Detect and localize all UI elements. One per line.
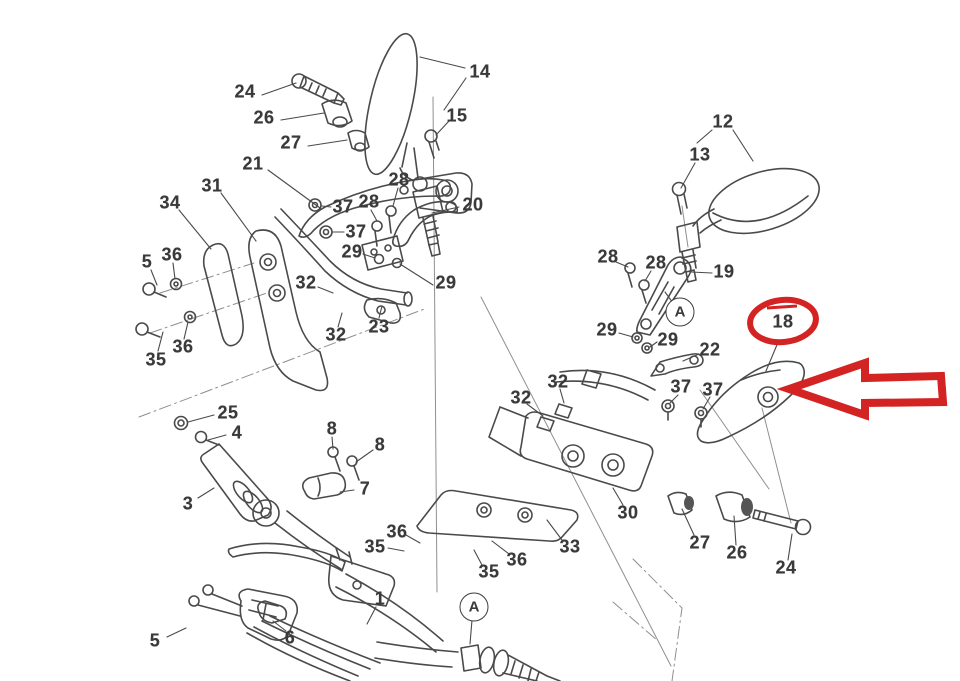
- part-label-22: 22: [699, 339, 721, 360]
- part-label-32: 32: [295, 272, 317, 293]
- part-label-29: 29: [596, 319, 618, 340]
- part-label-27: 27: [280, 132, 302, 153]
- part-label-27: 27: [689, 532, 711, 553]
- bolt-13: [671, 181, 688, 215]
- part-label-37: 37: [345, 221, 367, 242]
- highlight-arrow: [776, 357, 948, 421]
- part-label-13: 13: [689, 144, 711, 165]
- part-label-36: 36: [386, 521, 408, 542]
- highlight-tick: [766, 304, 798, 310]
- part-label-37: 37: [670, 376, 692, 397]
- part-label-24: 24: [775, 557, 797, 578]
- part-label-28: 28: [388, 169, 410, 190]
- bolt-24-right: [752, 509, 812, 536]
- highlight-circle: [747, 296, 819, 346]
- bracket-22: [650, 353, 704, 377]
- part-label-15: 15: [446, 105, 468, 126]
- steering-stem: [374, 641, 561, 681]
- part-label-20: 20: [462, 194, 484, 215]
- screws-35-36-left: [135, 277, 197, 338]
- switch-housing-5: [188, 584, 381, 681]
- part-label-31: 31: [201, 175, 223, 196]
- bushing-26-left: [321, 99, 353, 128]
- guard-18: [696, 360, 806, 444]
- part-label-5: 5: [141, 251, 153, 272]
- part-label-37: 37: [332, 196, 354, 217]
- part-label-36: 36: [172, 336, 194, 357]
- axis-lines: [432, 96, 792, 667]
- part-label-29: 29: [657, 329, 679, 350]
- part-label-26: 26: [253, 107, 275, 128]
- part-label-7: 7: [359, 478, 371, 499]
- throttle-tube-3: [200, 443, 351, 570]
- part-label-6: 6: [284, 627, 296, 648]
- part-label-36: 36: [506, 549, 528, 570]
- handlebar-right-end: [555, 369, 656, 401]
- red-highlight: [747, 296, 948, 421]
- washers-29-center: [373, 253, 403, 269]
- part-label-23: 23: [368, 316, 390, 337]
- bolt-24-left: [291, 73, 345, 106]
- part-label-30: 30: [617, 502, 639, 523]
- part-label-24: 24: [234, 81, 256, 102]
- bushing-26-right: [715, 491, 753, 523]
- clips-32-right: [536, 403, 573, 432]
- part-label-8: 8: [326, 418, 338, 439]
- brake-lever-assembly: [227, 542, 444, 653]
- part-label-28: 28: [597, 246, 619, 267]
- part-label-3: 3: [182, 493, 194, 514]
- part-label-36: 36: [161, 244, 183, 265]
- part-label-32: 32: [547, 371, 569, 392]
- plate-30: [488, 406, 654, 492]
- part-label-33: 33: [559, 536, 581, 557]
- clamp-23: [363, 297, 402, 324]
- part-label-5: 5: [149, 630, 161, 651]
- part-label-35: 35: [478, 561, 500, 582]
- clamp-6: [257, 600, 288, 624]
- part-label-26: 26: [726, 542, 748, 563]
- view-marker-a-right: A: [665, 297, 695, 327]
- bolts-28-center: [371, 205, 397, 247]
- part-label-25: 25: [217, 402, 239, 423]
- part-label-4: 4: [231, 422, 243, 443]
- part-label-34: 34: [159, 192, 181, 213]
- bracket-20: [392, 200, 459, 248]
- part-label-37: 37: [702, 379, 724, 400]
- part-label-32: 32: [325, 324, 347, 345]
- part-label-12: 12: [712, 111, 734, 132]
- bracket-19: [636, 256, 692, 336]
- mirror-right: [676, 167, 820, 283]
- nuts-37-center: [308, 198, 333, 239]
- part-label-28: 28: [645, 252, 667, 273]
- lever-clamp: [361, 235, 404, 271]
- clamp-7: [301, 472, 347, 500]
- bolt-4: [194, 430, 220, 446]
- part-label-21: 21: [242, 153, 264, 174]
- guard-34: [202, 242, 244, 347]
- screws-8: [327, 446, 360, 481]
- part-label-35: 35: [145, 349, 167, 370]
- part-label-29: 29: [341, 241, 363, 262]
- washers-29-right: [631, 332, 653, 354]
- part-label-35: 35: [364, 536, 386, 557]
- guard-31: [248, 229, 329, 392]
- panel-33: [416, 489, 579, 542]
- view-marker-a-bottom: A: [459, 592, 489, 622]
- part-label-14: 14: [469, 61, 491, 82]
- part-label-19: 19: [713, 261, 735, 282]
- collar-27-right: [667, 491, 694, 516]
- part-label-1: 1: [374, 588, 386, 609]
- part-label-32: 32: [510, 387, 532, 408]
- handlebar-upper: [274, 208, 413, 307]
- part-label-18-highlighted: 18: [772, 311, 794, 332]
- collar-27-left: [347, 129, 370, 152]
- part-label-8: 8: [374, 434, 386, 455]
- part-label-28: 28: [358, 191, 380, 212]
- part-label-29: 29: [435, 272, 457, 293]
- washer-25: [173, 415, 189, 431]
- bolt-15: [424, 129, 440, 159]
- bolts-28-right: [624, 262, 650, 304]
